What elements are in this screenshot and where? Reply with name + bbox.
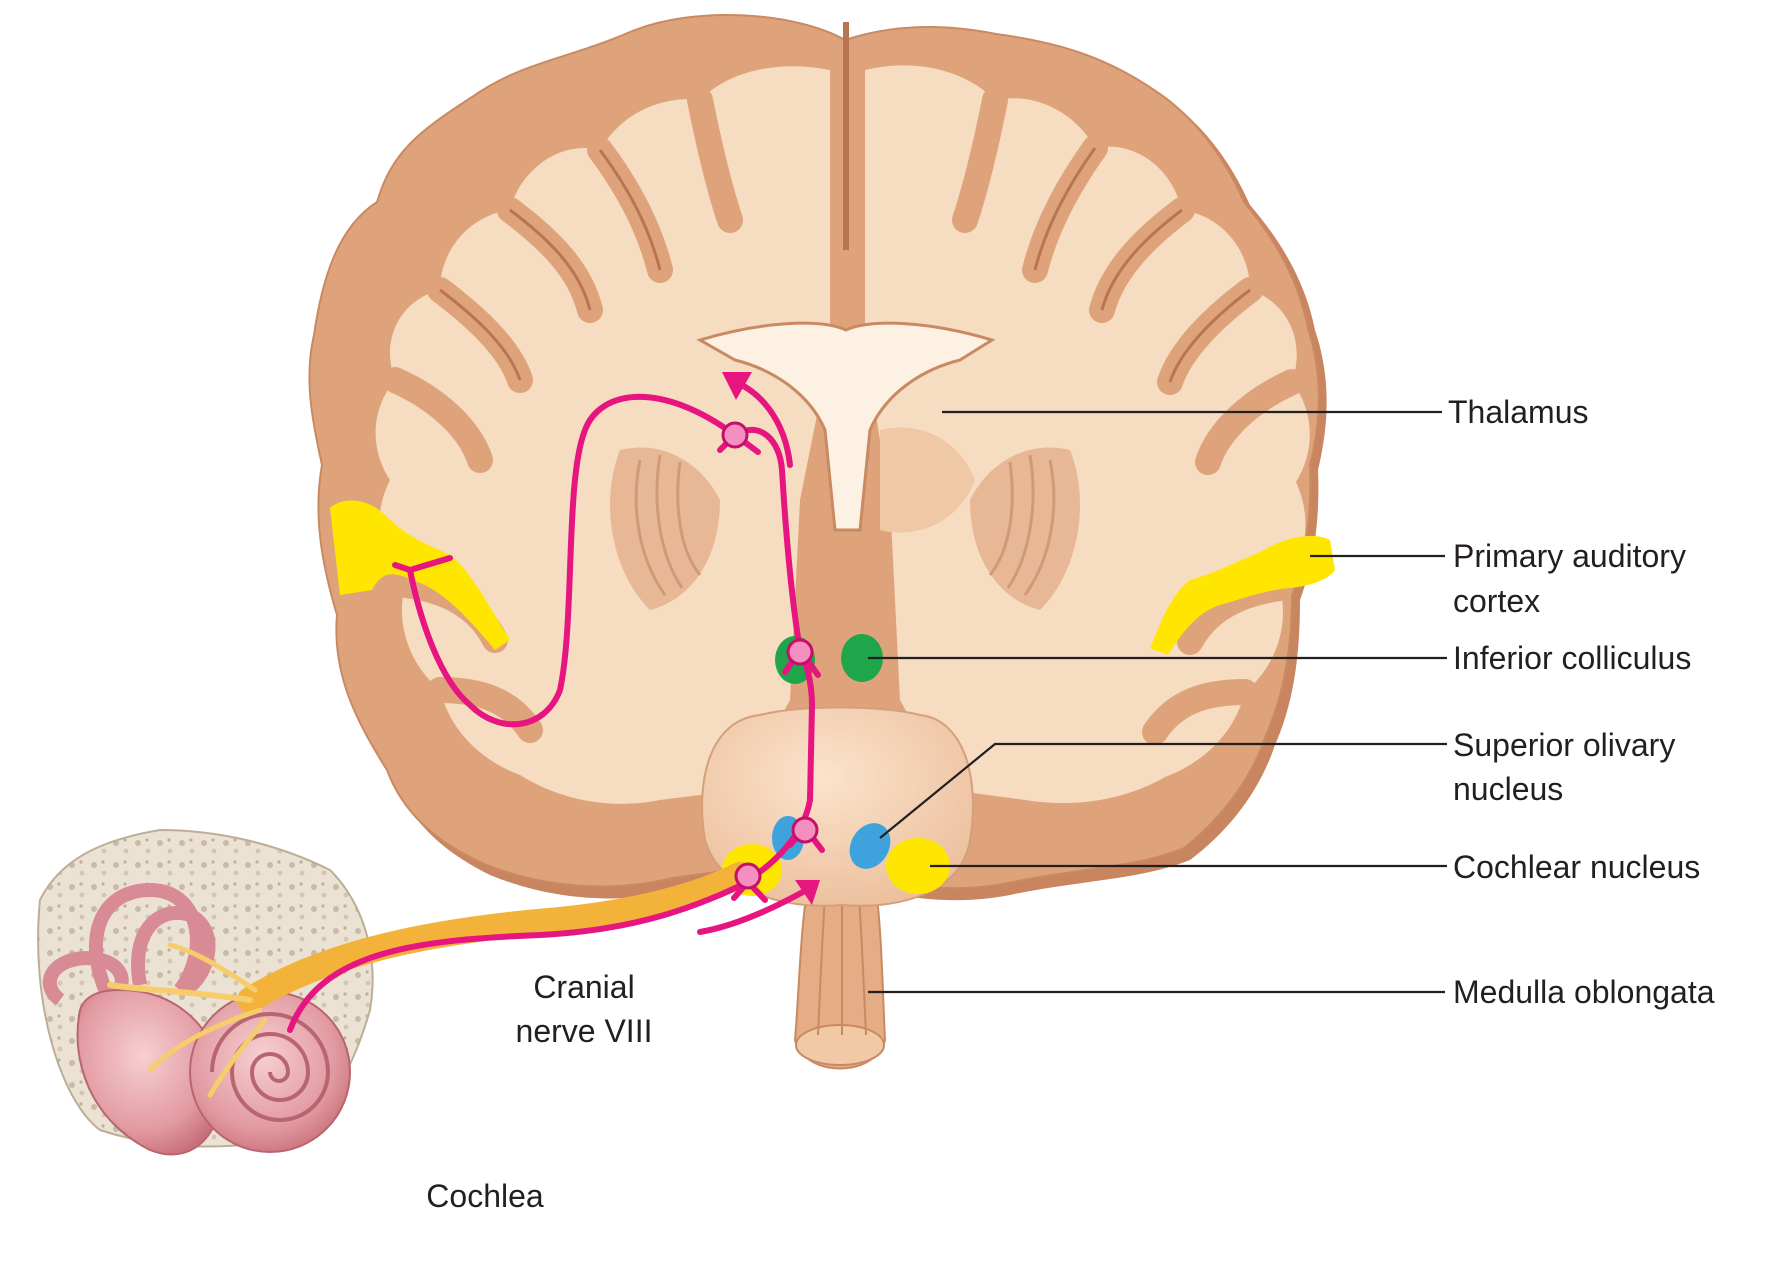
label-inferior-colliculus: Inferior colliculus: [1453, 640, 1691, 676]
arrowhead-brainstem: [795, 880, 820, 905]
labels: Thalamus Primary auditory cortex Inferio…: [426, 394, 1714, 1214]
lateral-ventricles: [696, 321, 996, 532]
label-cranial-nerve-1: Cranial: [533, 969, 634, 1005]
arrow-into-brainstem: [697, 885, 813, 935]
sulcal-lines: [439, 147, 1251, 383]
pathway-cochlea-to-cochlear-nucleus: [287, 879, 751, 1033]
label-primary-auditory-cortex-2: cortex: [1453, 583, 1540, 619]
brain-section: [308, 13, 1335, 1070]
label-superior-olivary-1: Superior olivary: [1453, 727, 1675, 763]
synapse-thalamus: [721, 421, 749, 449]
auditory-pathway: [287, 377, 825, 1033]
inner-ear: [37, 828, 753, 1156]
basal-ganglia-right: [970, 447, 1080, 610]
label-primary-auditory-cortex-1: Primary auditory: [1453, 538, 1686, 574]
primary-auditory-cortex-right: [1150, 535, 1335, 655]
medulla-oblongata: [793, 859, 887, 1070]
label-cranial-nerve-2: nerve VIII: [516, 1013, 653, 1049]
pathway-arrowheads: [722, 372, 820, 905]
label-superior-olivary-2: nucleus: [1453, 771, 1563, 807]
primary-auditory-cortex-left: [330, 500, 510, 650]
cranial-nerve-viii: [107, 862, 753, 1098]
leader-superior-olivary: [879, 742, 1447, 839]
basal-ganglia-left: [610, 447, 720, 610]
leader-lines: [868, 410, 1447, 994]
cochlear-nucleus-right: [886, 838, 950, 894]
synapse-superior-olive: [791, 816, 819, 844]
medulla-cut-face: [795, 1024, 885, 1066]
superior-olivary-nucleus-right: [849, 823, 891, 869]
label-thalamus: Thalamus: [1448, 394, 1589, 430]
synapse-nodes: [721, 421, 819, 890]
pathway-to-cortex: [407, 393, 738, 728]
label-cochlear-nucleus: Cochlear nucleus: [1453, 849, 1700, 885]
thalamus: [880, 427, 975, 533]
label-cochlea: Cochlea: [426, 1178, 544, 1214]
semicircular-canals: [42, 882, 216, 1006]
inferior-colliculus-right: [841, 634, 883, 682]
synapse-inferior-colliculus: [786, 638, 814, 666]
synapse-cochlear-nucleus: [734, 862, 762, 890]
arrowhead-cortex: [722, 372, 752, 400]
pathway-branch-cortex: [392, 555, 453, 573]
label-medulla-oblongata: Medulla oblongata: [1453, 974, 1715, 1010]
cochlea-spiral: [189, 991, 351, 1153]
